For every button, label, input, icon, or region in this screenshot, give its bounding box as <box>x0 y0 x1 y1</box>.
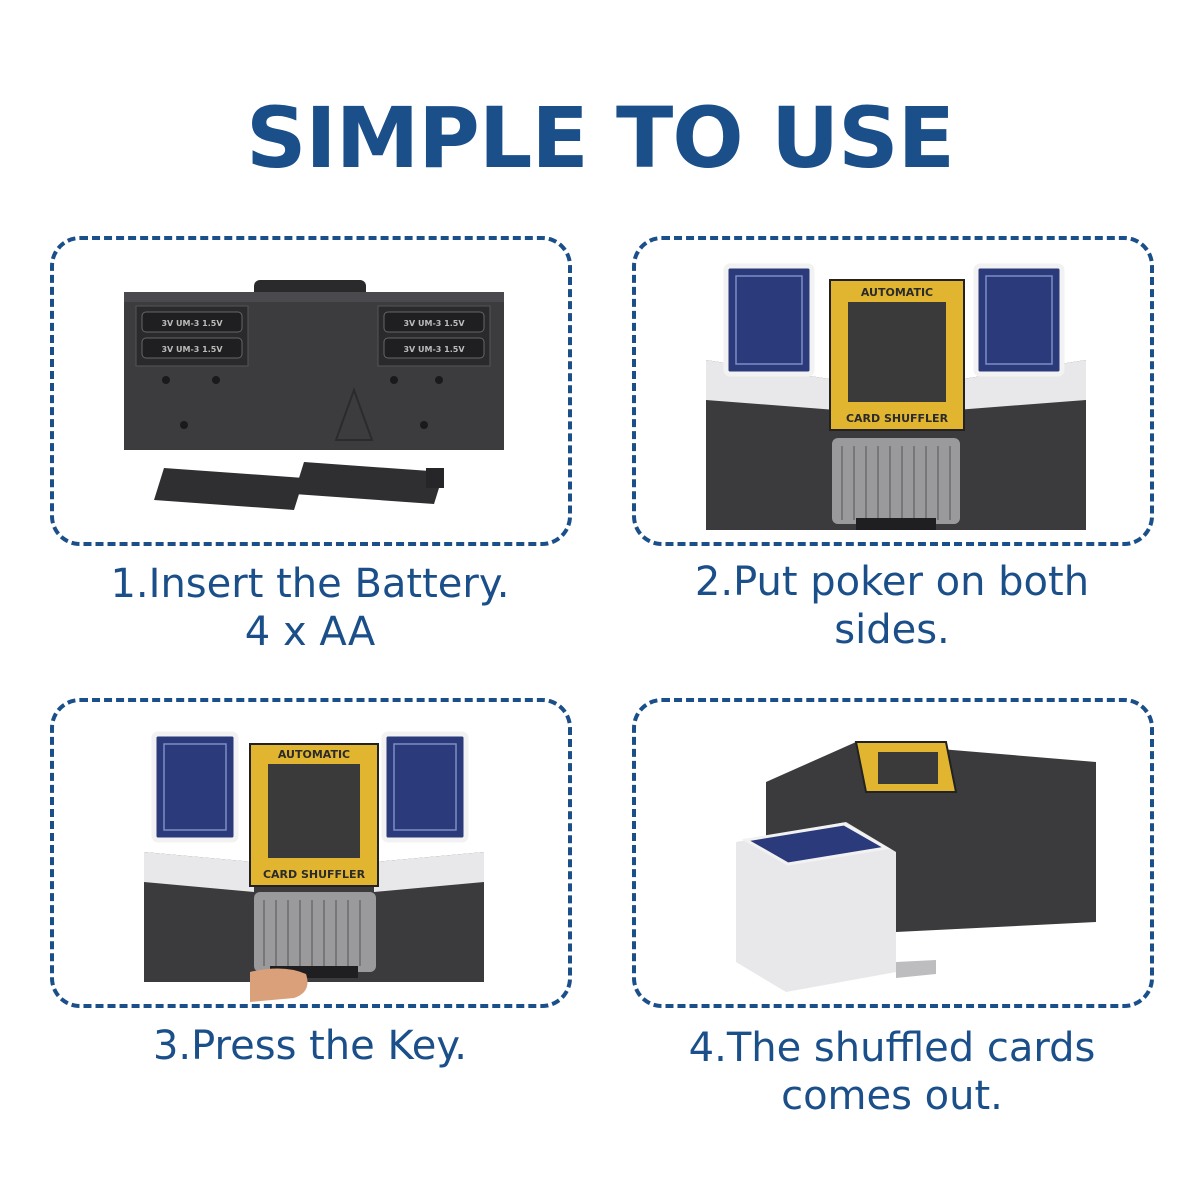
shuffler-with-cards-image: AUTOMATIC CARD SHUFFLER <box>706 263 1086 530</box>
step-1-line-2: 4 x AA <box>244 609 376 655</box>
battery-label: 3V UM-3 1.5V <box>403 319 465 328</box>
step-3-caption: 3.Press the Key. <box>30 1022 590 1070</box>
step-2-line-2: sides. <box>834 607 950 653</box>
step-4-caption: 4.The shuffled cards comes out. <box>612 1024 1172 1120</box>
step-4-panel <box>632 698 1154 1008</box>
card-shuffler-label: CARD SHUFFLER <box>263 868 366 881</box>
automatic-label: AUTOMATIC <box>861 286 933 299</box>
battery-label: 3V UM-3 1.5V <box>403 345 465 354</box>
step-2-caption: 2.Put poker on both sides. <box>612 558 1172 654</box>
step-3-line-1: 3.Press the Key. <box>152 1023 468 1069</box>
step-4-line-1: 4.The shuffled cards <box>688 1025 1096 1071</box>
card-shuffler-label: CARD SHUFFLER <box>846 412 949 425</box>
shuffled-cards-image <box>736 741 1096 992</box>
step-2-line-1: 2.Put poker on both <box>694 559 1090 605</box>
step-3-panel: AUTOMATIC CARD SHUFFLER <box>50 698 572 1008</box>
step-1-caption: 1.Insert the Battery. 4 x AA <box>30 560 590 656</box>
battery-compartment-image: 3V UM-3 1.5V 3V UM-3 1.5V 3V UM-3 1.5V 3… <box>124 280 504 510</box>
battery-label: 3V UM-3 1.5V <box>161 345 223 354</box>
step-2-panel: AUTOMATIC CARD SHUFFLER <box>632 236 1154 546</box>
page-title: SIMPLE TO USE <box>245 89 955 187</box>
press-key-image: AUTOMATIC CARD SHUFFLER <box>144 731 484 1002</box>
battery-label: 3V UM-3 1.5V <box>161 319 223 328</box>
automatic-label: AUTOMATIC <box>278 748 350 761</box>
step-4-line-2: comes out. <box>781 1073 1003 1119</box>
step-1-panel: 3V UM-3 1.5V 3V UM-3 1.5V 3V UM-3 1.5V 3… <box>50 236 572 546</box>
step-1-line-1: 1.Insert the Battery. <box>110 561 510 607</box>
